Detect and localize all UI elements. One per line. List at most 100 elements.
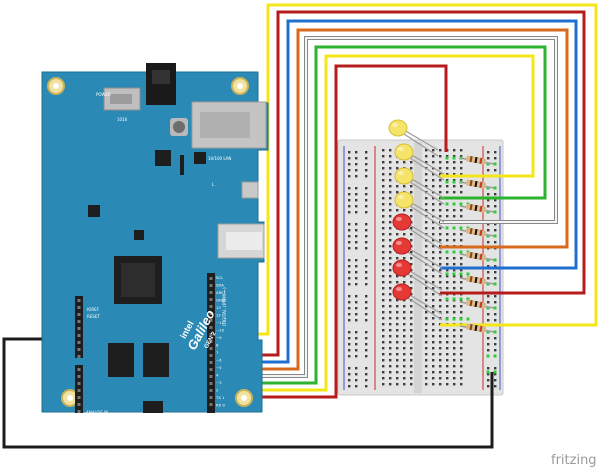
breadboard-hole [410,209,413,212]
breadboard-hole [425,371,428,374]
breadboard-hole [432,335,435,338]
breadboard-hole [389,353,392,356]
rail-hole [365,349,368,352]
rail-hole [365,379,368,382]
breadboard-hole [432,161,435,164]
rail-hole [487,193,490,196]
rail-connection-dot [493,306,497,310]
rail-hole [487,349,490,352]
reset-button-cap[interactable] [173,121,185,133]
led-highlight [392,123,398,127]
rail-connection-dot [486,370,490,374]
resistor [459,179,495,189]
breadboard-hole [453,383,456,386]
breadboard-hole [446,383,449,386]
breadboard-hole [389,221,392,224]
sd-card [110,94,132,104]
resistor [459,251,495,261]
led-highlight [396,217,402,221]
breadboard-hole [425,203,428,206]
header-pin [77,348,81,351]
rail-connection-dot [493,234,497,238]
resistor-band [474,252,478,260]
rail-connection-dot [486,354,490,358]
breadboard-hole [410,251,413,254]
breadboard-hole [389,149,392,152]
breadboard-hole [425,311,428,314]
breadboard-hole [389,383,392,386]
breadboard-hole [425,317,428,320]
breadboard-hole [389,173,392,176]
breadboard-hole [446,329,449,332]
header-pin [209,277,213,280]
breadboard-hole [389,347,392,350]
breadboard-hole [453,263,456,266]
rail-hole [494,367,497,370]
pin-label: 2 [216,388,219,393]
resistor-band [479,229,483,236]
connection-dot [452,226,456,230]
rail-hole [365,307,368,310]
rail-hole [355,373,358,376]
mount-hole-inner [67,395,73,401]
pin-label: SDA [216,283,224,288]
breadboard-hole [403,185,406,188]
breadboard-hole [460,341,463,344]
breadboard-hole [425,275,428,278]
ethernet-port-inner [200,112,250,138]
breadboard-hole [446,239,449,242]
breadboard-hole [432,173,435,176]
rail-hole [348,271,351,274]
rail-hole [348,265,351,268]
breadboard-hole [453,239,456,242]
pin-label: 13 [216,305,221,310]
breadboard-hole [446,281,449,284]
breadboard-hole [453,287,456,290]
breadboard-hole [432,221,435,224]
wire-orange [246,28,569,371]
led-highlight [396,287,402,291]
rail-hole [355,211,358,214]
led-lead [409,157,445,181]
rail-hole [365,355,368,358]
rail-hole [494,205,497,208]
breadboard-hole [382,197,385,200]
pin-label: RX 0 [216,403,225,408]
resistor-band [474,324,478,332]
breadboard-hole [382,161,385,164]
breadboard-hole [446,161,449,164]
breadboard-hole [410,191,413,194]
breadboard-hole [432,245,435,248]
rail-hole [348,151,351,154]
header-pin [209,368,213,371]
led-yellow [388,119,439,157]
breadboard-hole [453,185,456,188]
pin-label: ~5 [216,365,222,370]
breadboard-hole [425,179,428,182]
breadboard-hole [446,263,449,266]
wire-yellow-outer [246,3,598,336]
breadboard-hole [382,185,385,188]
breadboard-hole [425,251,428,254]
header-pin [77,313,81,316]
wire-white-core [246,37,557,377]
breadboard-hole [403,353,406,356]
led-lead [407,251,443,275]
rail-hole [355,163,358,166]
connection-dot [445,180,449,184]
breadboard-hole [425,245,428,248]
rail-hole [355,187,358,190]
breadboard-hole [432,227,435,230]
breadboard-hole [453,347,456,350]
rail-hole [355,259,358,262]
rail-connection-dot [486,162,490,166]
breadboard-hole [460,311,463,314]
breadboard-hole [432,305,435,308]
breadboard-hole [410,263,413,266]
breadboard-hole [389,293,392,296]
rail-hole [355,223,358,226]
breadboard-hole [439,227,442,230]
breadboard-hole [425,323,428,326]
rail-hole [355,331,358,334]
breadboard-hole [439,251,442,254]
